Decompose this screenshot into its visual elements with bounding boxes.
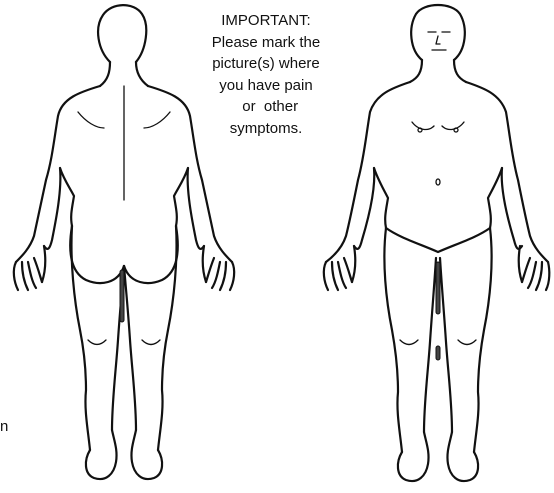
instruction-line-3: picture(s) where <box>196 53 336 75</box>
instruction-line-4: you have pain <box>196 75 336 97</box>
instruction-line-6: symptoms. <box>196 118 336 140</box>
front-head <box>411 5 465 60</box>
instruction-line-2: Please mark the <box>196 32 336 54</box>
edge-text-fragment: n <box>0 418 8 438</box>
instruction-text: IMPORTANT: Please mark the picture(s) wh… <box>196 10 336 139</box>
instruction-line-heading: IMPORTANT: <box>196 10 336 32</box>
instruction-line-5: or other <box>196 96 336 118</box>
